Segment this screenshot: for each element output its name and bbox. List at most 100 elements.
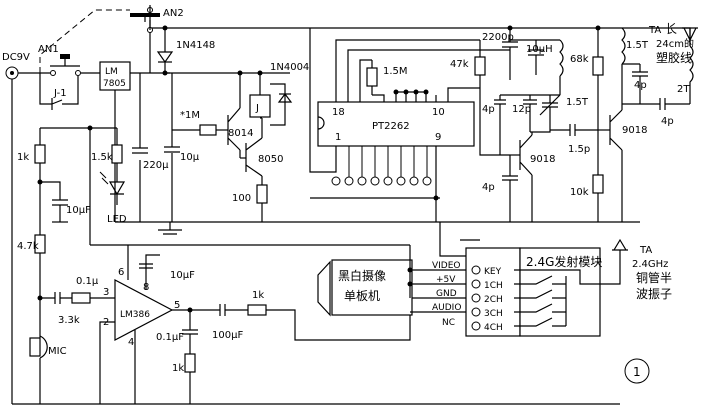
res-4-7k-label: 4.7k bbox=[17, 241, 39, 252]
figure-number-label: 1 bbox=[633, 365, 641, 379]
cap-4p-c: 4p bbox=[632, 64, 648, 104]
antenna-2: TA 2.4GHz 铜管半 波振子 bbox=[612, 238, 672, 301]
dc-input-label: DC9V bbox=[2, 52, 30, 63]
pt2262-pin18: 18 bbox=[332, 107, 345, 118]
regulator-label-top: LM bbox=[105, 67, 118, 77]
ic-pt2262: 18 10 1 9 PT2262 bbox=[317, 101, 475, 147]
cap-0-1uF: 0.1μF bbox=[156, 310, 198, 354]
cap-1-5p: 1.5p bbox=[568, 124, 590, 155]
capacitor-220u: 220μ bbox=[132, 147, 169, 171]
cap-4p-a-label: 4p bbox=[482, 104, 495, 115]
cap-12p: 12p bbox=[512, 95, 537, 132]
cap-4p-d: 4p bbox=[659, 98, 674, 127]
cap-4p-c-label: 4p bbox=[634, 80, 647, 91]
res-1-5k-label: 1.5k bbox=[91, 152, 113, 163]
cap-10uF-a-label: 10μF bbox=[66, 205, 91, 216]
cap-1-5t-b-label: 1.5T bbox=[626, 40, 649, 51]
res-1k-a-label: 1k bbox=[17, 152, 29, 163]
cap-100uF-label: 100μF bbox=[212, 330, 243, 341]
cap-0-1uF-label: 0.1μF bbox=[156, 332, 184, 343]
antenna2-line1: 2.4GHz bbox=[632, 259, 668, 270]
inductor-1-5t-b: 1.5T bbox=[621, 27, 649, 65]
cap-4p-d-label: 4p bbox=[661, 116, 674, 127]
transistor-8014: 8014 bbox=[227, 107, 253, 151]
cap-4p-b-label: 4p bbox=[482, 182, 495, 193]
mic-label: MIC bbox=[48, 346, 67, 357]
lm386-pin3: 3 bbox=[103, 287, 109, 298]
pt2262-name: PT2262 bbox=[372, 121, 410, 132]
tx-pin-2: 2CH bbox=[484, 295, 503, 305]
lm386-pin5: 5 bbox=[174, 300, 180, 311]
resistor-47k: 47k bbox=[450, 56, 486, 76]
resistor-1m: *1M bbox=[180, 110, 217, 136]
resistor-68k: 68k bbox=[570, 54, 604, 76]
cap-4p-b: 4p bbox=[482, 155, 518, 222]
cap-1-5t-a-label: 1.5T bbox=[566, 97, 589, 108]
led: LED bbox=[99, 171, 127, 225]
cap-10uF-b: 10μF bbox=[139, 254, 195, 281]
cap-12p-label: 12p bbox=[512, 104, 531, 115]
camera-io-audio: AUDIO bbox=[432, 303, 461, 313]
capacitor-2200p: 2200p bbox=[482, 28, 518, 80]
antenna2-line3: 波振子 bbox=[636, 287, 672, 301]
regulator-label-bottom: 7805 bbox=[103, 79, 126, 89]
cap-220u-label: 220μ bbox=[143, 160, 169, 171]
q1-label: 8014 bbox=[228, 128, 253, 139]
antenna-1: TA 长 24cm的 塑胶线 bbox=[648, 22, 698, 65]
resistor-100: 100 bbox=[232, 184, 268, 204]
cap-0-1u-a: 0.1μ bbox=[40, 276, 99, 304]
cap-10uF-b-label: 10μF bbox=[170, 270, 195, 281]
resistor-1k-c: 1k bbox=[172, 353, 196, 374]
cap-10uF-a: 10μF bbox=[40, 181, 91, 222]
tx-pin-4: 4CH bbox=[484, 323, 503, 333]
camera-io-nc: NC bbox=[442, 318, 455, 328]
inductor-coil bbox=[559, 39, 564, 77]
diode-1n4004-label: 1N4004 bbox=[270, 62, 309, 73]
diode-1n4148-label: 1N4148 bbox=[176, 40, 215, 51]
camera-io-video: VIDEO bbox=[432, 261, 461, 271]
camera-board: 黑白摄像 单板机 bbox=[317, 259, 413, 317]
regulator-7805: LM 7805 bbox=[99, 61, 131, 91]
res-10k-label: 10k bbox=[570, 187, 589, 198]
antenna1-tag: TA bbox=[648, 25, 661, 36]
cap-2200p-label: 2200p bbox=[482, 32, 514, 43]
resistor-1-5m: 1.5M bbox=[366, 60, 408, 95]
q3-label: 9018 bbox=[530, 154, 555, 165]
camera-line2: 单板机 bbox=[344, 289, 380, 303]
res-1-5m-label: 1.5M bbox=[383, 66, 408, 77]
q4-label: 9018 bbox=[622, 125, 647, 136]
lm386-name: LM386 bbox=[120, 310, 150, 320]
tx-channel-switches bbox=[514, 269, 600, 327]
microphone: MIC bbox=[29, 335, 67, 359]
switch-an1: AN1 bbox=[38, 44, 81, 76]
resistor-1k-b: 1k bbox=[247, 290, 267, 316]
relay-contact-label: J-1 bbox=[53, 88, 67, 99]
cap-10u-label: 10μ bbox=[180, 152, 200, 163]
transistor-9018-a: 9018 bbox=[519, 134, 555, 176]
pt2262-pin10: 10 bbox=[432, 107, 445, 118]
figure-number: 1 bbox=[624, 358, 650, 384]
antenna-coil-2t: 2T bbox=[677, 45, 694, 104]
pt2262-address-pads bbox=[331, 176, 432, 186]
relay-coil-label: J bbox=[255, 103, 259, 114]
antenna2-line2: 铜管半 bbox=[636, 270, 672, 285]
q2-label: 8050 bbox=[258, 154, 283, 165]
camera-line1: 黑白摄像 bbox=[338, 268, 386, 283]
transistor-9018-b: 9018 bbox=[609, 109, 647, 151]
capacitor-10uH: 10μH bbox=[526, 40, 553, 75]
res-47k-label: 47k bbox=[450, 59, 469, 70]
cap-0-1u-a-label: 0.1μ bbox=[76, 276, 99, 287]
tx-pin-1: 1CH bbox=[484, 281, 503, 291]
led-label: LED bbox=[107, 214, 127, 225]
coil-2t-label: 2T bbox=[677, 84, 690, 95]
capacitor-10u: 10μ bbox=[164, 146, 200, 163]
pt2262-pin1: 1 bbox=[335, 132, 341, 143]
antenna1-line3: 塑胶线 bbox=[656, 50, 692, 65]
tx-module-pins: KEY 1CH 2CH 3CH 4CH bbox=[471, 265, 503, 333]
switch-an1-label: AN1 bbox=[38, 44, 59, 55]
diode-1n4004: 1N4004 bbox=[270, 62, 309, 126]
res-3-3k-label: 3.3k bbox=[58, 315, 80, 326]
res-1m-label: *1M bbox=[180, 110, 200, 121]
res-68k-label: 68k bbox=[570, 54, 589, 65]
